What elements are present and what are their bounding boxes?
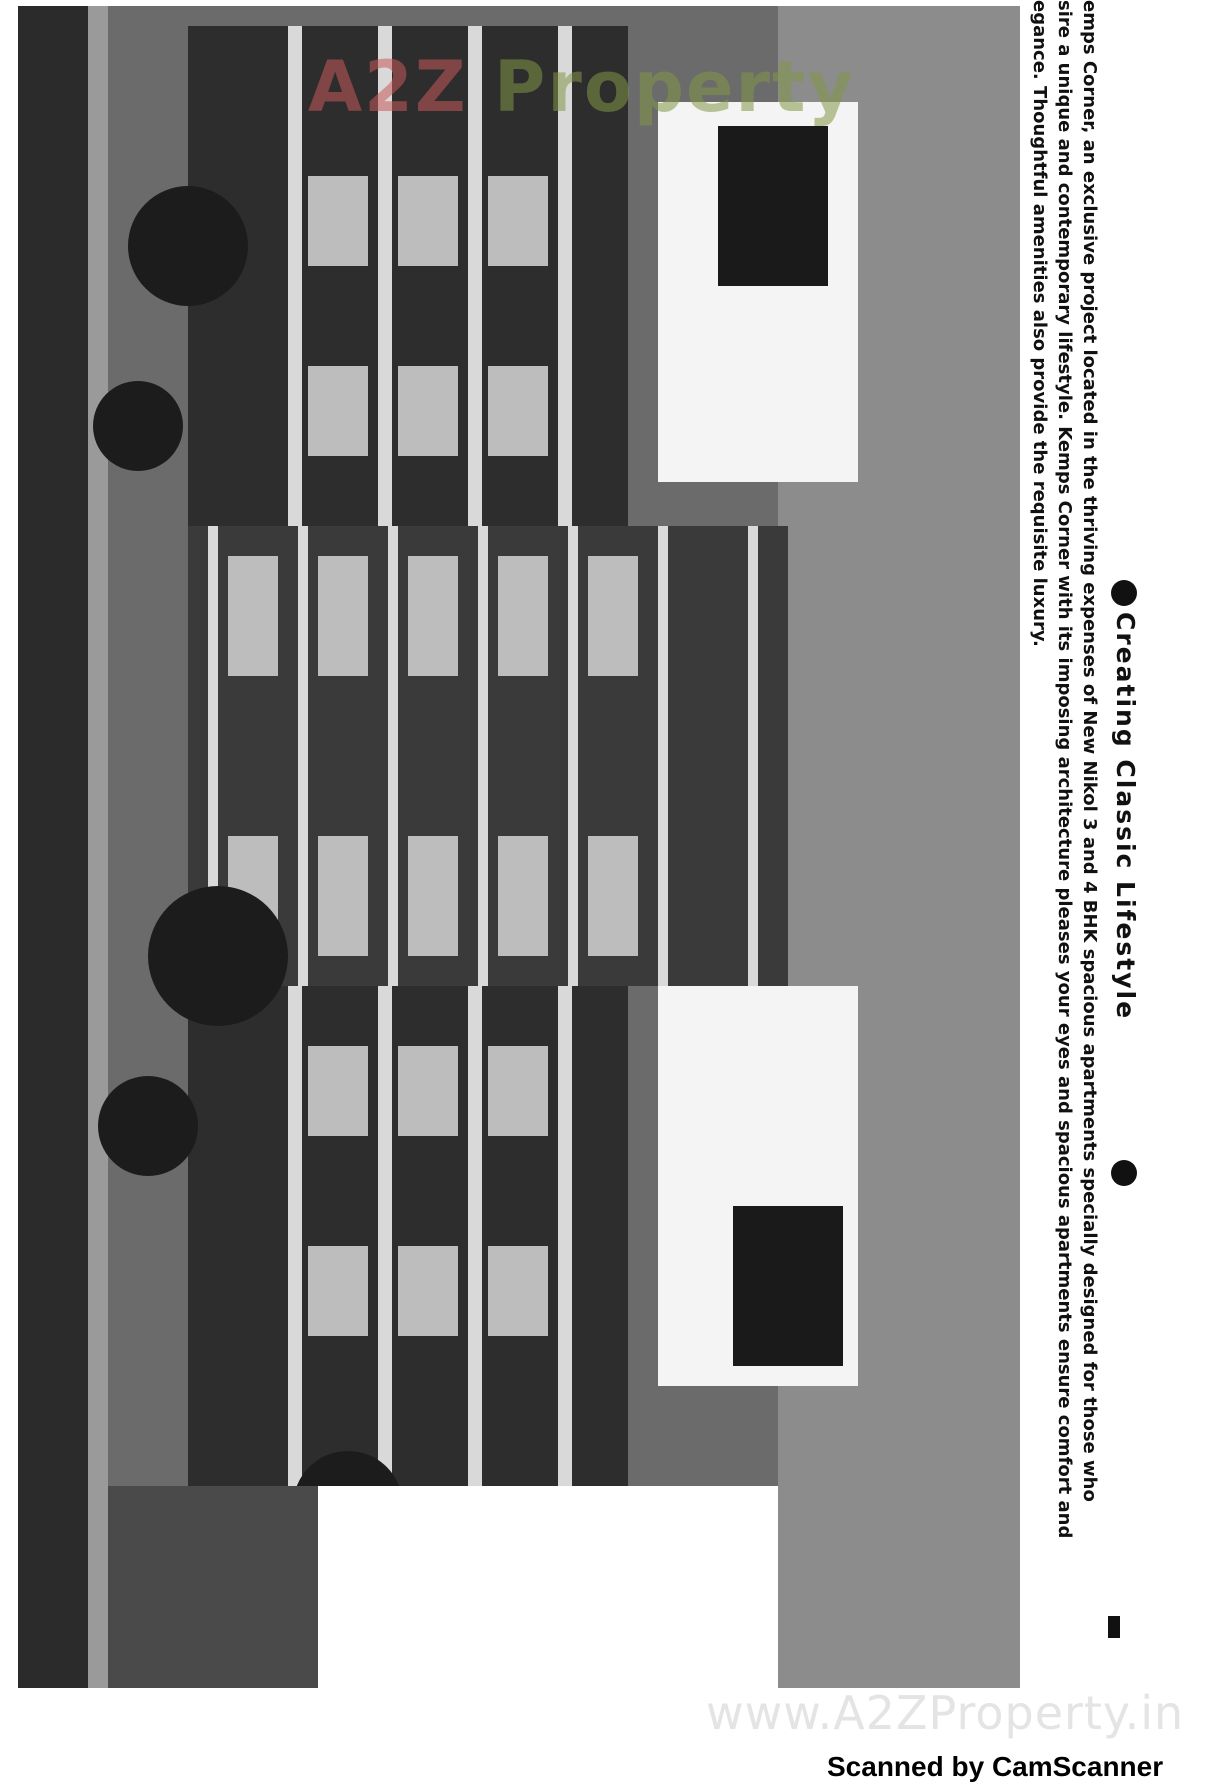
scanner-label: Scanned by CamScanner	[827, 1751, 1164, 1782]
brochure-body: emps Corner, an exclusive project locate…	[1027, 0, 1102, 1538]
body-line: sire a unique and contemporary lifestyle…	[1054, 0, 1075, 1539]
watermark-logo-a: A2Z	[308, 46, 468, 128]
body-line: emps Corner, an exclusive project locate…	[1079, 0, 1100, 1502]
watermark-logo-top: A2Z Property	[308, 46, 855, 128]
watermark-logo-b: Property	[494, 46, 856, 128]
body-line: egance. Thoughtful amenities also provid…	[1029, 0, 1050, 647]
building-photo: A2Z Property	[18, 6, 1020, 1688]
watermark-url: www.A2ZProperty.in	[706, 1686, 1185, 1740]
building-illustration	[18, 6, 1020, 1688]
heading-text: Creating Classic Lifestyle	[1111, 612, 1140, 1021]
crop-mark	[1108, 1616, 1120, 1638]
bullet-dot-icon	[1111, 1160, 1137, 1187]
bullet-dot-icon	[1111, 580, 1137, 606]
brochure-heading: Creating Classic Lifestyle	[1111, 580, 1140, 1187]
